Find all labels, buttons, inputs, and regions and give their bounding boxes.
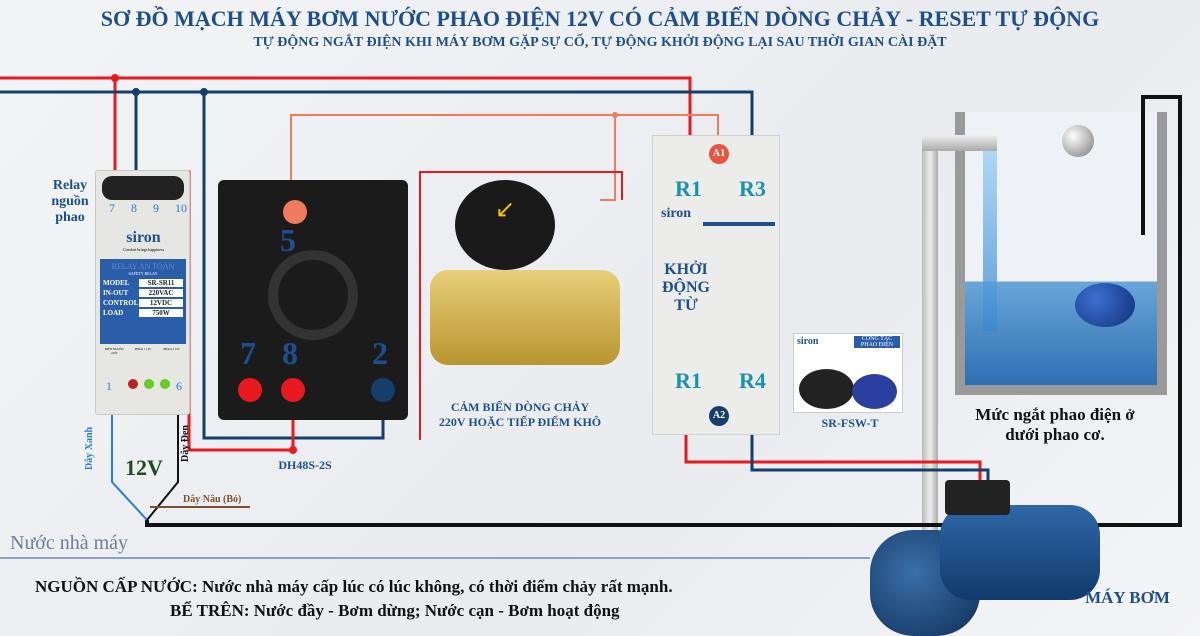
relay-terminal-6[interactable]: 6 bbox=[176, 379, 182, 393]
contactor-terminal-a2[interactable]: A2 bbox=[709, 406, 729, 426]
socket-screw[interactable] bbox=[281, 378, 305, 402]
relay-terminal-10[interactable]: 10 bbox=[175, 201, 187, 215]
relay-terminal-7[interactable]: 7 bbox=[109, 201, 115, 215]
contactor: siron KHỞI ĐỘNG TỪ R1 R3 R1 R4 A1 A2 bbox=[652, 135, 780, 435]
relay-input-label: ĐIỆN NGUỒN 220V bbox=[104, 347, 124, 355]
timer-terminal-2: 2 bbox=[372, 335, 388, 371]
relay-tagline: Comfort brings happiness bbox=[122, 247, 165, 252]
tank-note: Mức ngắt phao điện ở dưới phao cơ. bbox=[975, 405, 1135, 444]
inlet-pipe bbox=[922, 135, 938, 555]
relay-terminal-8[interactable]: 8 bbox=[131, 201, 137, 215]
relay-terminal-1[interactable]: 1 bbox=[106, 379, 112, 393]
contactor-brand: siron bbox=[661, 206, 692, 221]
red-wire-sensor bbox=[419, 171, 623, 440]
contactor-terminal-r4[interactable]: R4 bbox=[739, 368, 766, 393]
contactor-terminal-a1[interactable]: A1 bbox=[709, 144, 729, 164]
diagram-subtitle: TỰ ĐỘNG NGẮT ĐIỆN KHI MÁY BƠM GẶP SỰ CỐ,… bbox=[253, 35, 947, 50]
socket-screw[interactable] bbox=[371, 378, 395, 402]
float-brand: siron bbox=[797, 336, 819, 347]
relay-panel-title: RELAY AN TOÀN bbox=[111, 262, 175, 271]
note-water-source: NGUỒN CẤP NƯỚC: Nước nhà máy cấp lúc có … bbox=[35, 577, 673, 596]
relay-terminal-9[interactable]: 9 bbox=[153, 201, 159, 215]
contactor-terminal-r1-top[interactable]: R1 bbox=[675, 176, 702, 201]
blue-wire-12v bbox=[111, 400, 148, 521]
water-source-label: Nước nhà máy bbox=[10, 532, 129, 554]
contactor-label: KHỞI ĐỘNG TỪ bbox=[662, 261, 710, 314]
timer-socket bbox=[218, 180, 408, 420]
timer-terminal-7: 7 bbox=[240, 335, 256, 371]
relay-input-label: PHAO 1 12V bbox=[134, 347, 152, 351]
safety-relay: 7 8 9 10 siron Comfort brings happiness … bbox=[95, 170, 190, 415]
float-box-text: CÔNG TẮC PHAO ĐIỆN bbox=[854, 336, 900, 348]
note-tank: BỂ TRÊN: Nước đầy - Bơm dừng; Nước cạn -… bbox=[170, 601, 620, 620]
timer-terminal-5: 5 bbox=[280, 222, 296, 258]
voltage-label: 12V bbox=[125, 455, 163, 480]
float-switch-product: siron CÔNG TẮC PHAO ĐIỆN bbox=[793, 333, 903, 413]
water-pump bbox=[870, 470, 1100, 636]
flow-arrow-icon: ↙ bbox=[495, 197, 516, 223]
inlet-pipe-top bbox=[922, 135, 997, 151]
float-model: SR-FSW-T bbox=[821, 416, 879, 430]
black-wire-loop bbox=[145, 95, 1182, 527]
relay-leds bbox=[128, 379, 170, 389]
diagram-title: SƠ ĐỒ MẠCH MÁY BƠM NƯỚC PHAO ĐIỆN 12V CÓ… bbox=[100, 6, 1100, 31]
flow-sensor: ↙ bbox=[430, 180, 620, 390]
socket-screw[interactable] bbox=[283, 200, 307, 224]
relay-input-label: PHAO 2 12V bbox=[163, 347, 180, 351]
relay-label: Relay nguồn phao bbox=[51, 178, 89, 225]
timer-model: DH48S-2S bbox=[278, 458, 332, 472]
black-wire-label: Dây Đen bbox=[180, 425, 191, 462]
contactor-terminal-r1-bottom[interactable]: R1 bbox=[675, 368, 702, 393]
green-wire-label: Dây Xanh bbox=[84, 426, 95, 470]
timer-terminal-8: 8 bbox=[282, 335, 298, 371]
water-stream bbox=[983, 151, 997, 331]
contactor-terminal-r3[interactable]: R3 bbox=[739, 176, 766, 201]
pump-label: MÁY BƠM bbox=[1085, 588, 1170, 607]
electric-float bbox=[1075, 283, 1135, 327]
relay-brand: siron bbox=[126, 229, 161, 246]
socket-screw[interactable] bbox=[238, 378, 262, 402]
mechanical-float bbox=[1062, 125, 1094, 157]
brown-wire-label: Dây Nâu (Bỏ) bbox=[183, 494, 242, 505]
relay-panel-subtitle: SAFETY RELAY bbox=[128, 271, 158, 276]
